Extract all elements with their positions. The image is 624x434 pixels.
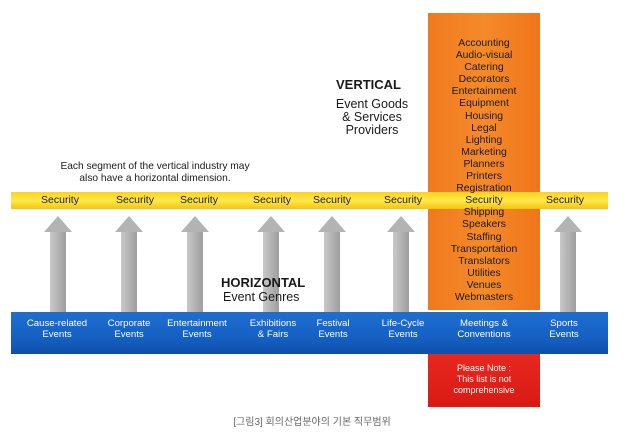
dimension-note: Each segment of the vertical industry ma… bbox=[30, 161, 280, 185]
up-arrow-icon bbox=[387, 216, 415, 324]
list-item: Marketing bbox=[461, 146, 507, 158]
note-line: This list is not bbox=[456, 374, 512, 384]
list-item: Venues bbox=[466, 279, 502, 291]
vertical-item-list: Accounting Audio-visual Catering Decorat… bbox=[428, 38, 540, 304]
list-item: Translators bbox=[458, 255, 510, 267]
vertical-subtitle-line: Event Goods bbox=[335, 97, 409, 111]
list-item: Printers bbox=[466, 171, 502, 183]
vertical-subtitle-line: Providers bbox=[345, 123, 399, 137]
list-item: Security bbox=[465, 195, 503, 207]
up-arrow-icon bbox=[115, 216, 143, 324]
list-item: Shipping bbox=[463, 207, 505, 219]
genre-label: Exhibitions& Fairs bbox=[249, 318, 297, 340]
list-item: Housing bbox=[464, 110, 504, 122]
security-label: Security bbox=[546, 194, 584, 206]
list-item: Utilities bbox=[467, 267, 501, 279]
dimension-note-line: also have a horizontal dimension. bbox=[79, 173, 231, 184]
list-item: Webmasters bbox=[454, 291, 514, 303]
security-band bbox=[11, 192, 608, 209]
list-item: Planners bbox=[463, 158, 505, 170]
horizontal-subtitle: Event Genres bbox=[223, 290, 300, 304]
security-label: Security bbox=[384, 194, 422, 206]
security-label: Security bbox=[41, 194, 79, 206]
genre-band bbox=[11, 312, 608, 354]
list-item: Equipment bbox=[459, 98, 509, 110]
security-label: Security bbox=[313, 194, 351, 206]
note-line: Please Note : bbox=[456, 363, 512, 373]
vertical-subtitle: Event Goods & Services Providers bbox=[320, 98, 424, 137]
note-line: comprehensive bbox=[453, 385, 515, 395]
security-label: Security bbox=[253, 194, 291, 206]
list-item: Transportation bbox=[450, 243, 518, 255]
security-label: Security bbox=[180, 194, 218, 206]
list-item: Accounting bbox=[458, 38, 510, 49]
security-label: Security bbox=[116, 194, 154, 206]
vertical-subtitle-line: & Services bbox=[342, 110, 402, 124]
up-arrow-icon bbox=[257, 216, 285, 324]
list-item: Decorators bbox=[458, 74, 510, 86]
horizontal-title: HORIZONTAL bbox=[221, 275, 306, 290]
list-item: Audio-visual bbox=[455, 50, 513, 62]
up-arrow-icon bbox=[181, 216, 209, 324]
up-arrow-icon bbox=[554, 216, 582, 324]
vertical-title: VERTICAL bbox=[336, 77, 401, 92]
vertical-column bbox=[428, 13, 540, 310]
list-item: Speakers bbox=[462, 219, 506, 231]
list-item: Registration bbox=[456, 183, 512, 195]
figure-caption: [그림3] 회의산업분야의 기본 직무범위 bbox=[233, 417, 391, 428]
dimension-note-line: Each segment of the vertical industry ma… bbox=[60, 161, 250, 172]
list-item: Catering bbox=[464, 62, 504, 74]
list-item: Entertainment bbox=[451, 86, 517, 98]
list-item: Legal bbox=[471, 122, 497, 134]
genre-label: Meetings &Conventions bbox=[457, 318, 511, 340]
up-arrow-icon bbox=[318, 216, 346, 324]
up-arrow-icon bbox=[44, 216, 72, 324]
list-item: Lighting bbox=[465, 134, 503, 146]
comprehensive-note: Please Note : This list is not comprehen… bbox=[428, 354, 540, 407]
list-item: Staffing bbox=[466, 231, 502, 243]
